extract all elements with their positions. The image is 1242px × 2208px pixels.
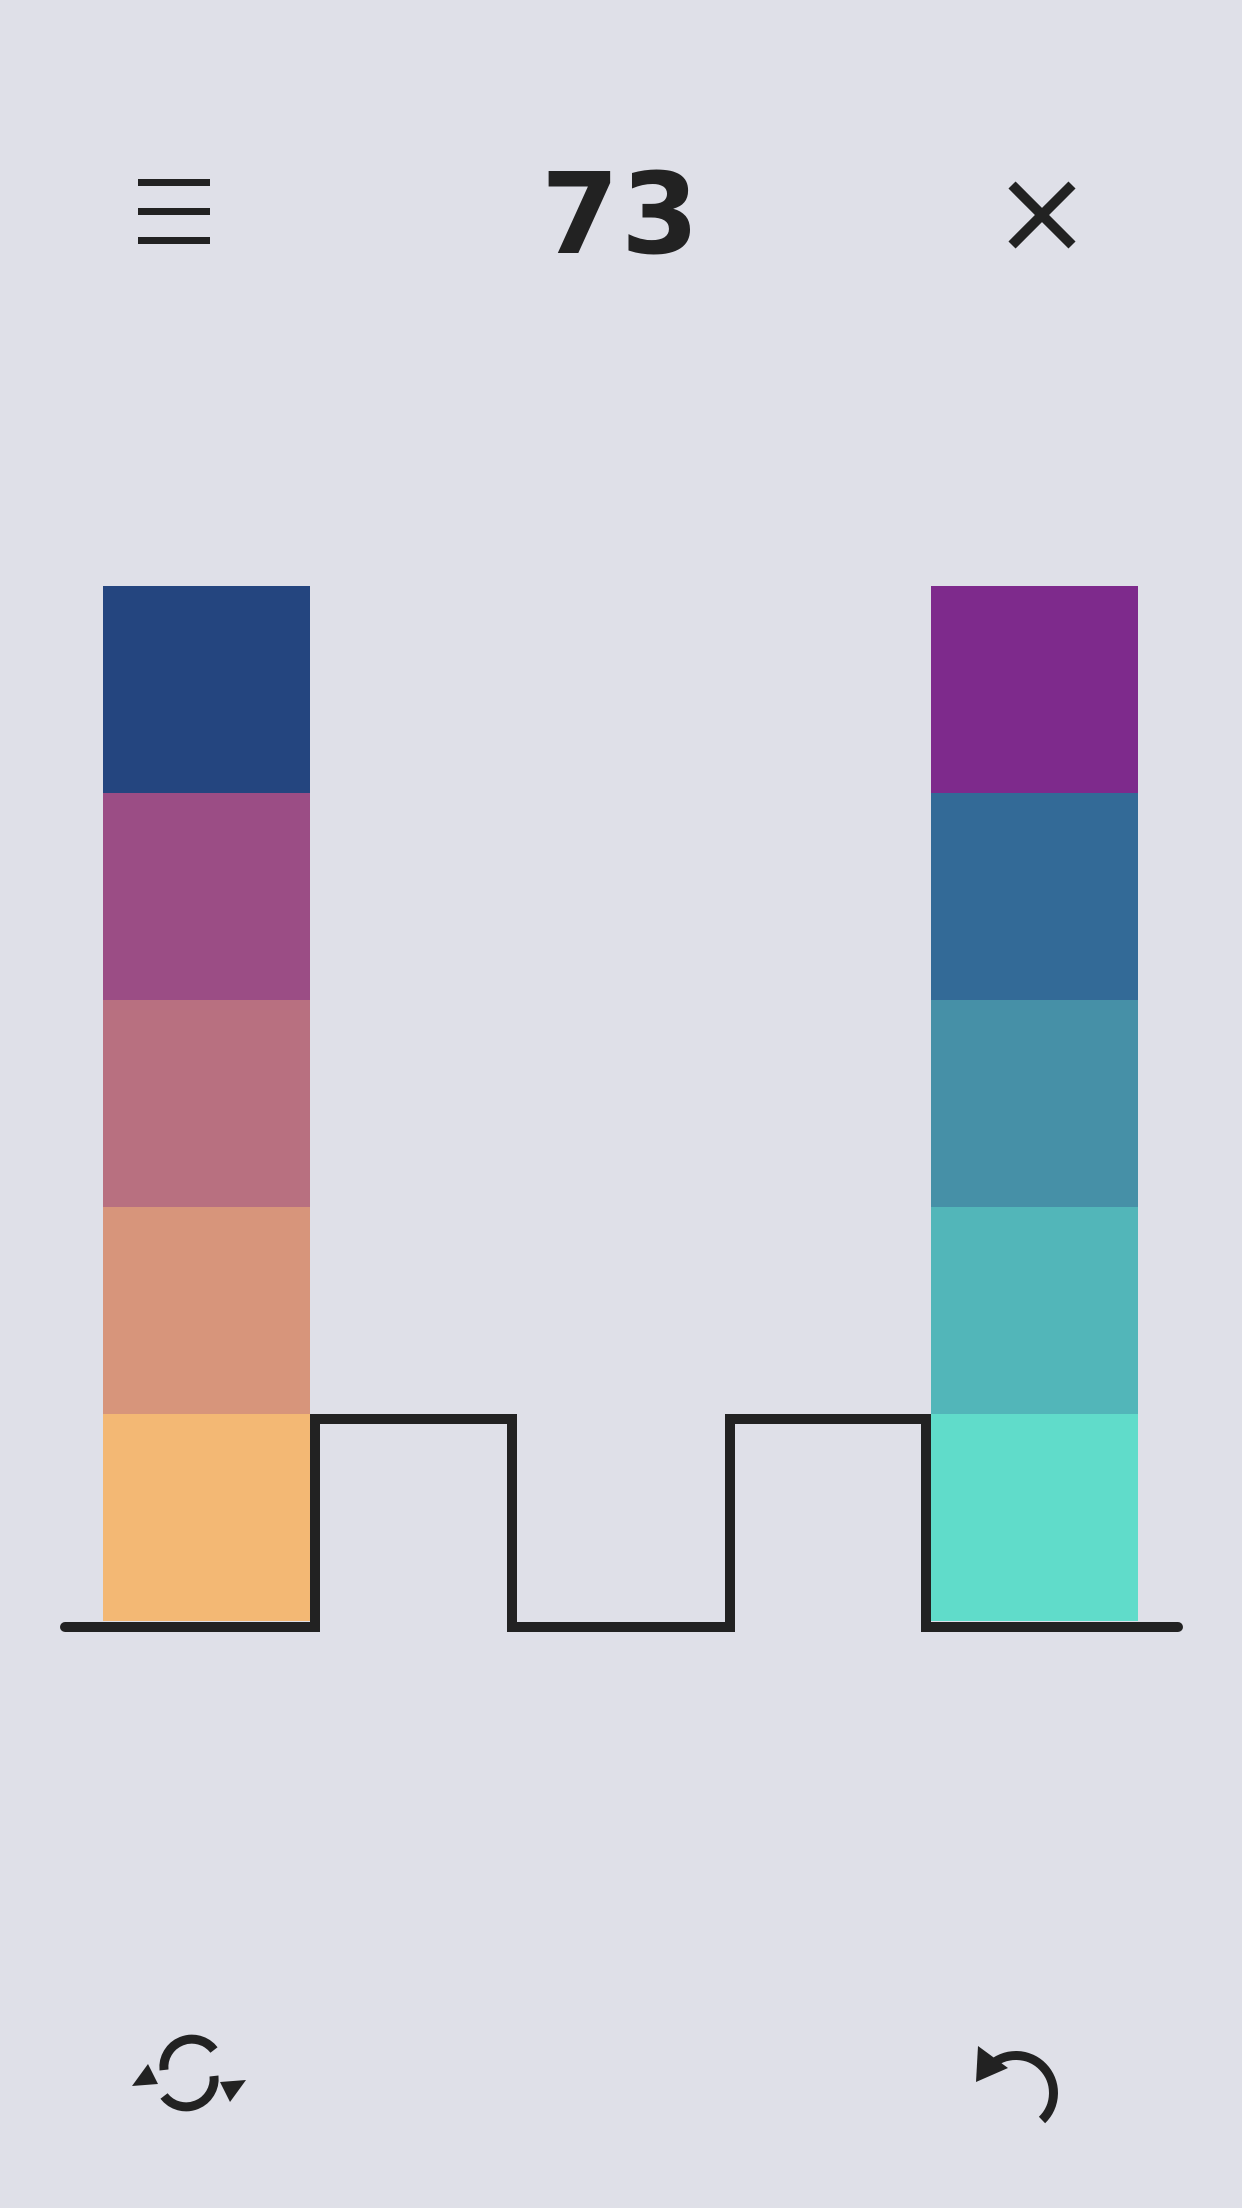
- restart-icon[interactable]: [124, 2008, 254, 2138]
- left-block-1[interactable]: [103, 586, 310, 793]
- right-block-3[interactable]: [931, 1000, 1138, 1207]
- left-block-4[interactable]: [103, 1207, 310, 1414]
- level-number: 73: [541, 150, 701, 280]
- undo-icon[interactable]: [958, 2008, 1088, 2138]
- left-block-5[interactable]: [103, 1414, 310, 1621]
- right-block-1[interactable]: [931, 586, 1138, 793]
- close-icon[interactable]: [977, 150, 1107, 280]
- right-block-5[interactable]: [931, 1414, 1138, 1621]
- menu-icon[interactable]: [109, 150, 239, 280]
- right-block-4[interactable]: [931, 1207, 1138, 1414]
- left-block-2[interactable]: [103, 793, 310, 1000]
- right-block-2[interactable]: [931, 793, 1138, 1000]
- left-block-3[interactable]: [103, 1000, 310, 1207]
